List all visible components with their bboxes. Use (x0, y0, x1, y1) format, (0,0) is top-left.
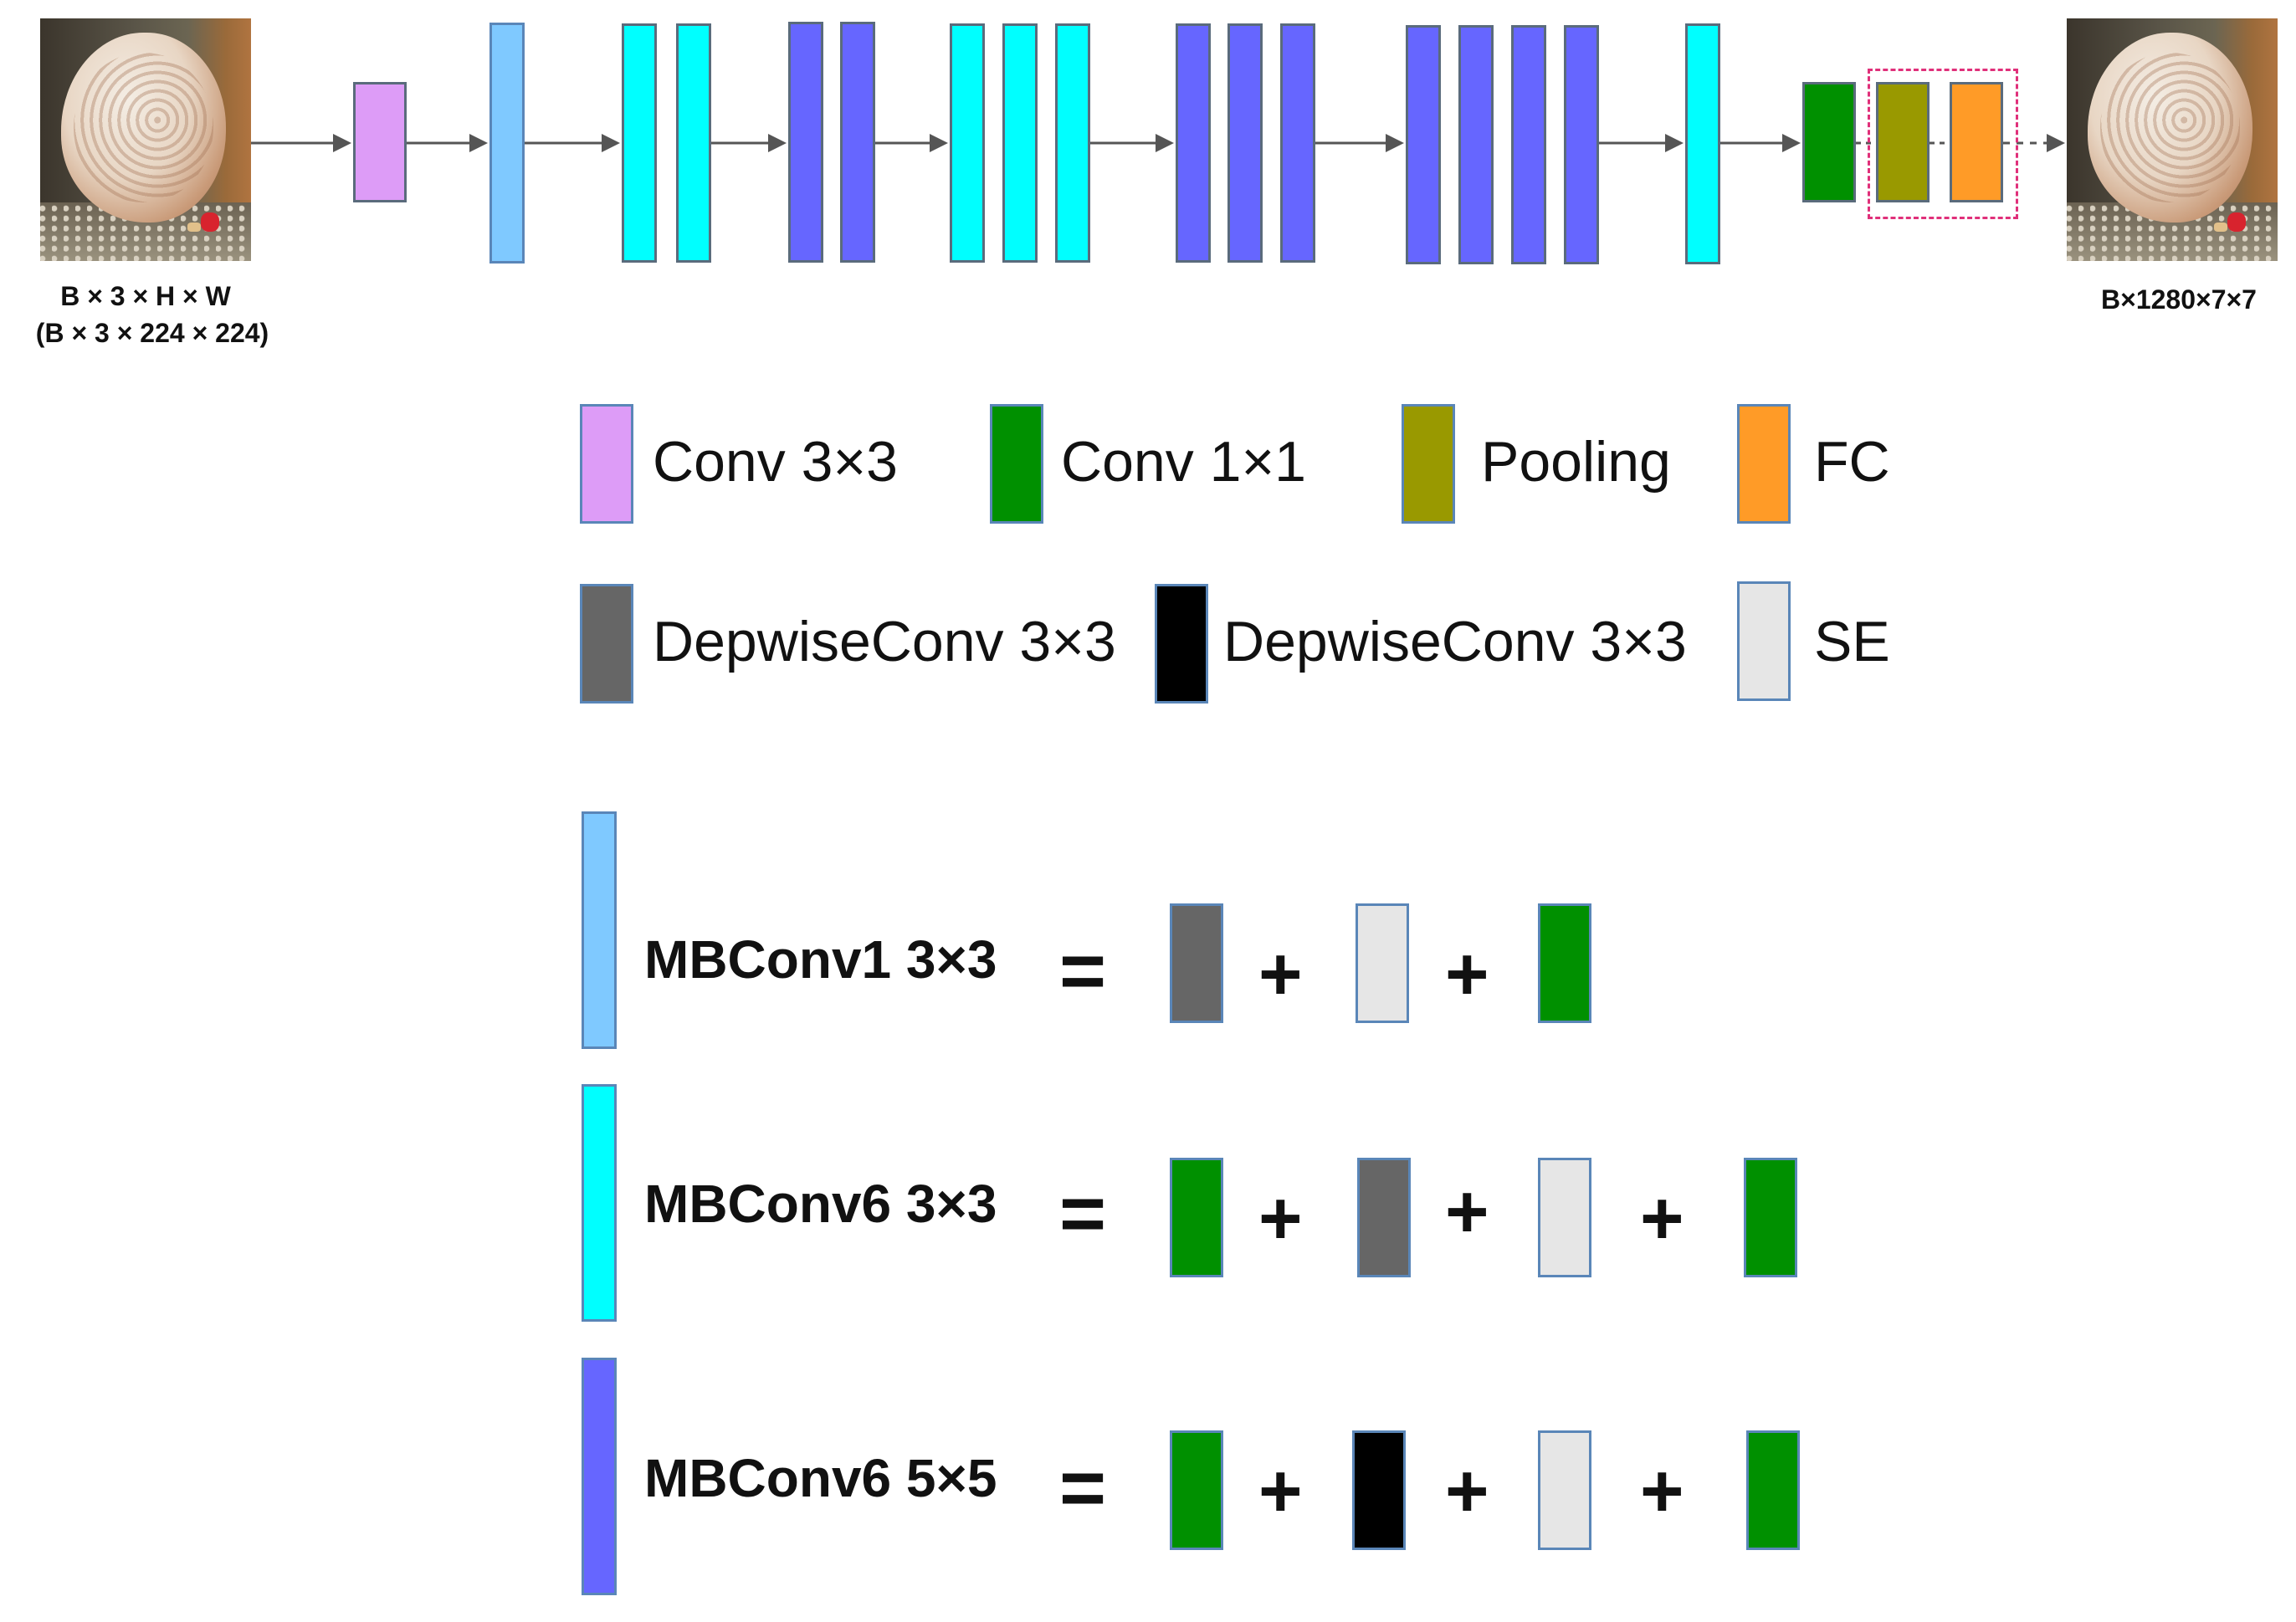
mbconv6-5x5-definition-block (582, 1358, 617, 1595)
mbconv6-3x3-se-part (1538, 1158, 1591, 1277)
mbconv6-3x3-definition-block (582, 1084, 617, 1322)
mbconv6-3x3-block (1685, 23, 1720, 264)
arrow-head (2047, 134, 2065, 152)
mbconv6-5x5-block (1176, 23, 1211, 263)
head-highlight-box (1868, 69, 2018, 219)
head-conv1x1-block (1802, 82, 1856, 202)
mbconv6-5x5-block (788, 22, 823, 263)
mbconv6-3x3-equals-sign: = (1059, 1169, 1107, 1258)
head-pooling-block (1876, 82, 1930, 202)
mbconv6-3x3-definition-label: MBConv6 3×3 (644, 1174, 997, 1234)
input-shape-label: B × 3 × H × W (60, 281, 231, 311)
mbconv6-5x5-plus-sign: + (1258, 1450, 1303, 1533)
arrow-head (469, 134, 488, 152)
mbconv6-3x3-plus-sign: + (1258, 1177, 1303, 1261)
arrow-head (768, 134, 787, 152)
mbconv6-5x5-block (1511, 25, 1546, 264)
mbconv6-5x5-block (1227, 23, 1263, 263)
legend-depthwise-black-label: DepwiseConv 3×3 (1223, 610, 1687, 673)
legend-conv1x1-swatch (990, 404, 1043, 524)
legend-conv3x3-label: Conv 3×3 (653, 430, 898, 494)
mbconv6-5x5-depthwise-black-part (1352, 1430, 1406, 1550)
mbconv1-plus-sign: + (1445, 933, 1489, 1016)
mbconv1-plus-sign: + (1258, 933, 1303, 1016)
mbconv6-5x5-se-part (1538, 1430, 1591, 1550)
mbconv6-3x3-plus-sign: + (1640, 1177, 1684, 1261)
legend-conv1x1-label: Conv 1×1 (1061, 430, 1306, 494)
arrow-head (1782, 134, 1801, 152)
legend-fc-swatch (1737, 404, 1791, 524)
arrow-head (1665, 134, 1684, 152)
mbconv1-block (489, 23, 525, 264)
legend-pooling-swatch (1402, 404, 1455, 524)
legend-pooling-label: Pooling (1481, 430, 1671, 494)
mbconv1-equals-sign: = (1059, 926, 1107, 1016)
head-fc-block (1950, 82, 2003, 202)
mbconv6-5x5-equals-sign: = (1059, 1443, 1107, 1532)
legend-conv3x3-swatch (580, 404, 633, 524)
mbconv1-definition-block (582, 811, 617, 1049)
output-chicken-photo (2067, 18, 2278, 261)
mbconv6-5x5-block (1564, 25, 1599, 264)
mbconv6-3x3-block (676, 23, 711, 263)
mbconv6-5x5-block (1280, 23, 1315, 263)
mbconv6-3x3-block (1002, 23, 1038, 263)
mbconv6-5x5-block (840, 22, 875, 263)
arrow-head (930, 134, 948, 152)
arrow-head (602, 134, 620, 152)
input-shape-example: (B × 3 × 224 × 224) (35, 318, 269, 348)
legend-depthwise-gray-label: DepwiseConv 3×3 (653, 610, 1116, 673)
mbconv6-5x5-conv1x1-part (1170, 1430, 1223, 1550)
arrow-head (1386, 134, 1404, 152)
legend-se-label: SE (1814, 610, 1890, 673)
input-chicken-photo (40, 18, 251, 261)
arrow-head (1156, 134, 1174, 152)
mbconv6-5x5-definition-label: MBConv6 5×5 (644, 1448, 997, 1508)
mbconv6-5x5-block (1458, 25, 1494, 264)
legend-depthwise-gray-swatch (580, 584, 633, 704)
mbconv1-conv1x1-part (1538, 903, 1591, 1023)
mbconv6-3x3-block (950, 23, 985, 263)
mbconv1-se-part (1356, 903, 1409, 1023)
legend-depthwise-black-swatch (1155, 584, 1208, 704)
mbconv6-3x3-conv1x1-part (1170, 1158, 1223, 1277)
mbconv6-5x5-plus-sign: + (1640, 1450, 1684, 1533)
mbconv6-5x5-conv1x1-part (1746, 1430, 1800, 1550)
mbconv6-5x5-plus-sign: + (1445, 1450, 1489, 1533)
mbconv1-depthwise-gray-part (1170, 903, 1223, 1023)
output-shape-label: B×1280×7×7 (2101, 284, 2257, 315)
mbconv6-3x3-conv1x1-part (1744, 1158, 1797, 1277)
mbconv1-definition-label: MBConv1 3×3 (644, 929, 997, 990)
mbconv6-3x3-block (622, 23, 657, 263)
legend-fc-label: FC (1814, 430, 1890, 494)
mbconv6-3x3-block (1055, 23, 1090, 263)
mbconv6-3x3-depthwise-gray-part (1357, 1158, 1411, 1277)
legend-se-swatch (1737, 581, 1791, 701)
stem-conv3x3-block (353, 82, 407, 202)
arrow-head (333, 134, 351, 152)
mbconv6-5x5-block (1406, 25, 1441, 264)
mbconv6-3x3-plus-sign: + (1445, 1170, 1489, 1254)
